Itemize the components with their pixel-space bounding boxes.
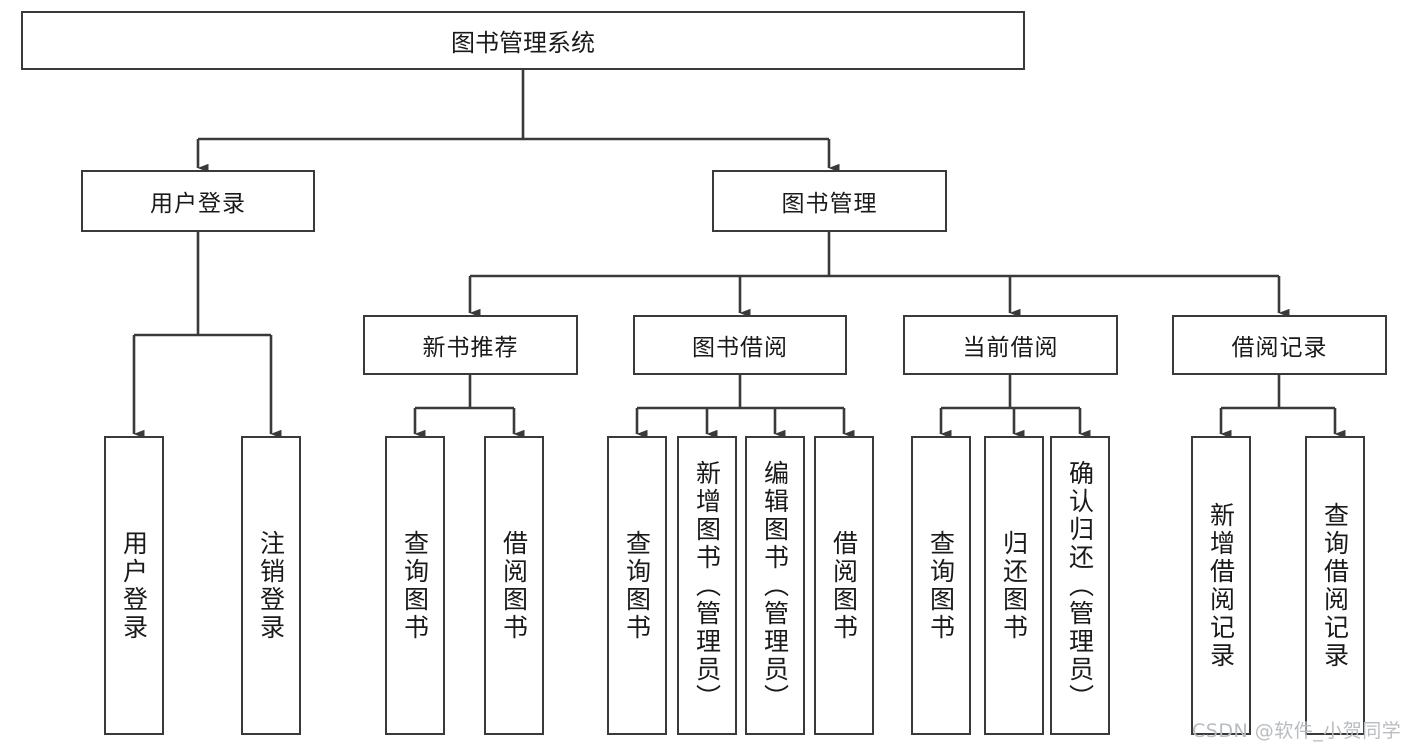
- node-leaf-logout-login-label: 注销登录: [256, 529, 286, 642]
- node-book-manage-label: 图书管理: [781, 191, 878, 217]
- node-user-login-label: 用户登录: [150, 191, 246, 217]
- node-leaf-query-book-3[interactable]: 查询图书: [911, 436, 971, 735]
- node-leaf-user-login[interactable]: 用户登录: [104, 436, 164, 735]
- node-current-borrow-label: 当前借阅: [962, 335, 1059, 361]
- node-leaf-return-book-label: 归还图书: [999, 529, 1029, 642]
- node-leaf-borrow-book-2[interactable]: 借阅图书: [814, 436, 874, 735]
- node-leaf-query-book-2-label: 查询图书: [622, 529, 652, 642]
- node-new-book-rec[interactable]: 新书推荐: [363, 315, 578, 375]
- node-leaf-query-record[interactable]: 查询借阅记录: [1305, 436, 1365, 735]
- node-leaf-query-book-1[interactable]: 查询图书: [385, 436, 445, 735]
- node-book-borrow-label: 图书借阅: [692, 335, 788, 361]
- node-user-login[interactable]: 用户登录: [81, 170, 315, 232]
- watermark: CSDN @软件_小贺同学: [1192, 720, 1402, 742]
- node-leaf-user-login-label: 用户登录: [119, 529, 149, 642]
- node-leaf-borrow-book-2-label: 借阅图书: [829, 529, 859, 642]
- node-leaf-return-book[interactable]: 归还图书: [984, 436, 1044, 735]
- node-leaf-query-book-3-label: 查询图书: [926, 529, 956, 642]
- node-borrow-record-label: 借阅记录: [1231, 335, 1328, 361]
- node-leaf-borrow-book-1[interactable]: 借阅图书: [484, 436, 544, 735]
- node-leaf-edit-book-label: 编辑图书（管理员）: [760, 459, 790, 712]
- node-leaf-add-record-label: 新增借阅记录: [1206, 501, 1236, 670]
- node-leaf-add-record[interactable]: 新增借阅记录: [1191, 436, 1251, 735]
- node-book-borrow[interactable]: 图书借阅: [633, 315, 847, 375]
- node-leaf-add-book-label: 新增图书（管理员）: [692, 459, 722, 712]
- node-book-manage[interactable]: 图书管理: [712, 170, 947, 232]
- node-leaf-query-book-1-label: 查询图书: [400, 529, 430, 642]
- node-leaf-query-record-label: 查询借阅记录: [1320, 501, 1350, 670]
- node-leaf-query-book-2[interactable]: 查询图书: [607, 436, 667, 735]
- node-leaf-add-book[interactable]: 新增图书（管理员）: [677, 436, 737, 735]
- node-leaf-confirm-return[interactable]: 确认归还（管理员）: [1050, 436, 1110, 735]
- node-leaf-logout-login[interactable]: 注销登录: [241, 436, 301, 735]
- node-leaf-edit-book[interactable]: 编辑图书（管理员）: [745, 436, 805, 735]
- node-root[interactable]: 图书管理系统: [21, 11, 1025, 70]
- node-new-book-rec-label: 新书推荐: [422, 335, 519, 361]
- node-borrow-record[interactable]: 借阅记录: [1172, 315, 1387, 375]
- node-leaf-confirm-return-label: 确认归还（管理员）: [1065, 459, 1095, 712]
- node-root-label: 图书管理系统: [451, 29, 595, 57]
- node-leaf-borrow-book-1-label: 借阅图书: [499, 529, 529, 642]
- node-current-borrow[interactable]: 当前借阅: [903, 315, 1118, 375]
